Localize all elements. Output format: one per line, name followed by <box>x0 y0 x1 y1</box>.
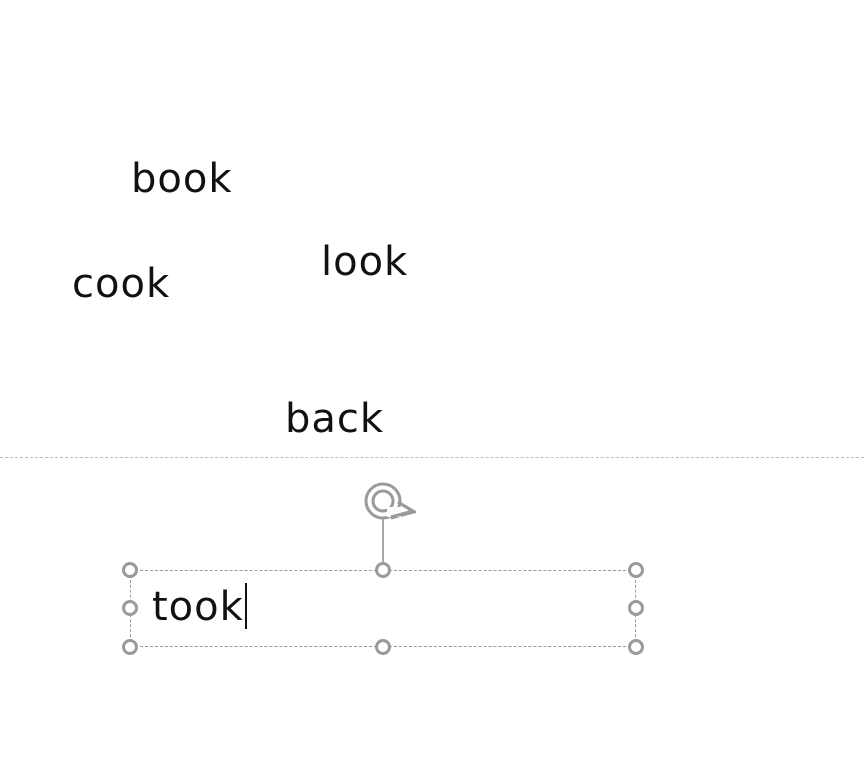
selected-textbox[interactable]: took <box>130 570 636 647</box>
word-book[interactable]: book <box>131 156 233 202</box>
word-cook[interactable]: cook <box>72 261 171 307</box>
textbox-text: took <box>152 584 244 630</box>
word-back[interactable]: back <box>285 396 385 442</box>
resize-handle-icon-right[interactable] <box>628 600 644 616</box>
resize-handle-icon-bottom-left[interactable] <box>122 639 138 655</box>
resize-handle-icon-left[interactable] <box>122 600 138 616</box>
resize-handle-icon-top-left[interactable] <box>122 562 138 578</box>
word-look[interactable]: look <box>321 239 409 285</box>
guide-line <box>0 457 864 458</box>
resize-handle-icon-bottom[interactable] <box>375 639 391 655</box>
resize-handle-icon-top[interactable] <box>375 562 391 578</box>
resize-handle-icon-top-right[interactable] <box>628 562 644 578</box>
text-caret <box>244 583 247 629</box>
textbox-content[interactable]: took <box>152 583 247 631</box>
rotate-handle-icon[interactable] <box>362 480 418 522</box>
resize-handle-icon-bottom-right[interactable] <box>628 639 644 655</box>
rotate-stem <box>382 518 384 563</box>
